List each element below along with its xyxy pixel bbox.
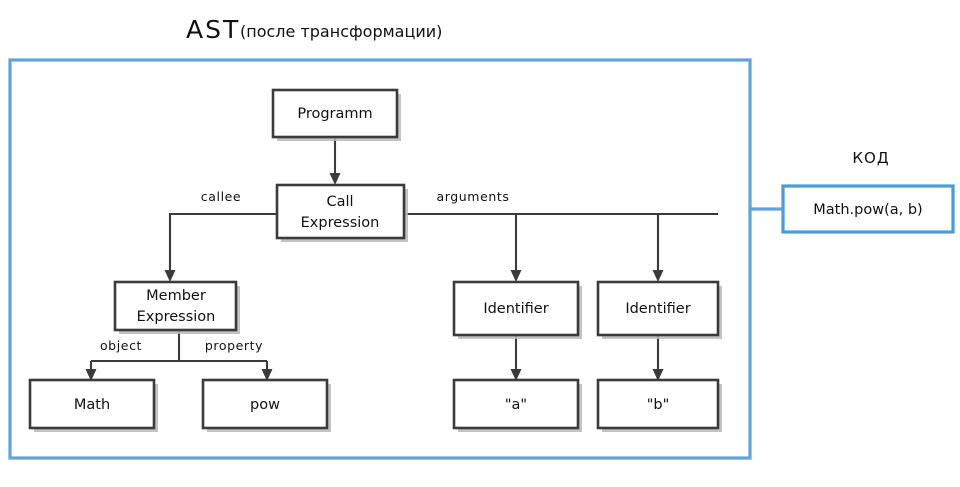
node-call-expression[interactable]: [275, 183, 406, 240]
arrowhead-member-to-math: [85, 369, 97, 381]
code-caption: КОД: [852, 149, 889, 167]
node-literal-b-label: "b": [647, 397, 670, 413]
node-identifier-b[interactable]: [596, 280, 720, 337]
edge-label-object: object: [100, 338, 142, 353]
arrowhead-call-to-identifier-a: [510, 270, 522, 282]
node-identifier-b-label: Identifier: [625, 301, 690, 317]
arrowhead-call-to-identifier-b: [652, 270, 664, 282]
node-math[interactable]: [28, 378, 156, 430]
node-call-expression-label-line1: Call: [326, 194, 353, 210]
arrowhead-identifier-b-to-literal: [652, 369, 664, 381]
edge-label-arguments: arguments: [436, 189, 509, 204]
node-literal-b[interactable]: [596, 378, 720, 430]
node-member-expression[interactable]: [113, 280, 238, 332]
node-member-expression-label-line1: Member: [146, 288, 206, 304]
link-call-to-member: [168, 212, 277, 274]
code-text: Math.pow(a, b): [813, 202, 922, 218]
node-member-expression-label-line2: Expression: [137, 309, 216, 325]
node-pow-label: pow: [250, 397, 280, 413]
arrowhead-identifier-a-to-literal: [510, 369, 522, 381]
arrowhead-program-to-call: [329, 173, 341, 185]
node-literal-a-label: "a": [505, 397, 527, 413]
diagram-frame: [8, 58, 752, 460]
node-program[interactable]: [271, 88, 399, 139]
edge-label-callee: callee: [201, 189, 241, 204]
node-pow[interactable]: [201, 378, 329, 430]
code-box: [781, 184, 955, 234]
arrowhead-member-to-pow: [261, 369, 273, 381]
node-literal-a[interactable]: [452, 378, 580, 430]
page-title-main: AST: [186, 15, 240, 44]
node-identifier-a[interactable]: [452, 280, 580, 337]
edge-label-property: property: [205, 338, 263, 353]
node-program-label: Programm: [297, 106, 372, 122]
node-math-label: Math: [74, 397, 110, 413]
arrowhead-call-to-member: [164, 270, 176, 282]
page-title-sub: (после трансформации): [240, 22, 442, 41]
node-call-expression-label-line2: Expression: [301, 215, 380, 231]
node-identifier-a-label: Identifier: [483, 301, 548, 317]
